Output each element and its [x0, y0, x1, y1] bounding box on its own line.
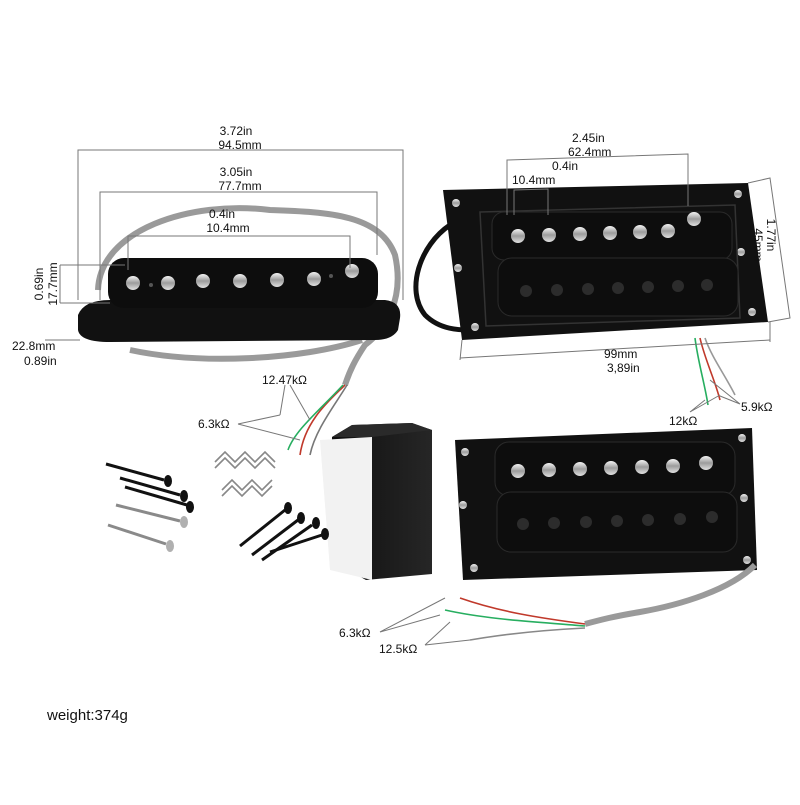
humbucker-top-pole-screws	[511, 212, 701, 243]
hb-height-mm: 45mm	[751, 228, 765, 261]
hb-resistance-a: 12kΩ	[669, 414, 697, 428]
humbucker-bottom-slugs	[517, 511, 718, 530]
sc-overall-len-in: 3.72in	[220, 124, 253, 138]
sc-width-in: 0.69in	[32, 268, 46, 301]
hb-width-mm: 99mm	[604, 347, 637, 361]
sc-overall-len-mm: 94.5mm	[218, 138, 261, 152]
humbucker-top-labels: 2.45in 62.4mm 0.4in 10.4mm 1.77in 45mm 9…	[512, 131, 778, 428]
hb-resistance-b: 5.9kΩ	[741, 400, 773, 414]
sc-height-mm: 22.8mm	[12, 339, 55, 353]
humbucker-bottom-cable	[584, 562, 758, 627]
black-screw	[239, 502, 292, 548]
humbucker-bottom-pickup	[444, 428, 758, 641]
foam-pad	[320, 423, 432, 580]
hb-spacing-in: 0.4in	[552, 159, 578, 173]
silver-screw	[107, 523, 174, 552]
humbucker-top-dimensions	[459, 153, 791, 361]
hb-height-in: 1.77in	[764, 219, 778, 252]
single-coil-labels: 3.72in 94.5mm 3.05in 77.7mm 0.4in 10.4mm…	[12, 124, 307, 431]
humbucker-top-pickup	[413, 183, 768, 406]
single-coil-cable	[95, 205, 401, 386]
weight-label: weight:374g	[47, 707, 128, 724]
hb-len-mm: 62.4mm	[568, 145, 611, 159]
hb-width-in: 3,89in	[607, 361, 640, 375]
sc-width-mm: 17.7mm	[46, 262, 60, 305]
sc-height-in: 0.89in	[24, 354, 57, 368]
silver-screw	[115, 503, 188, 528]
single-coil-dimensions	[45, 149, 404, 341]
sc-resistance-b: 6.3kΩ	[198, 417, 230, 431]
single-coil-base	[78, 300, 401, 342]
humbucker-top-slugs	[520, 279, 713, 297]
black-screw	[269, 528, 329, 554]
black-screw	[119, 476, 188, 502]
hb2-resistance-b: 12.5kΩ	[379, 642, 417, 656]
single-coil-pickup	[78, 205, 401, 456]
sc-resistance-a: 12.47kΩ	[262, 373, 307, 387]
resistance-leaders	[237, 379, 741, 646]
hb-spacing-mm: 10.4mm	[512, 173, 555, 187]
humbucker-bottom-pole-screws	[511, 456, 713, 478]
black-screw	[105, 462, 172, 487]
hb-len-in: 2.45in	[572, 131, 605, 145]
black-screw	[251, 512, 305, 557]
black-screw	[124, 485, 194, 513]
height-springs	[214, 450, 276, 498]
single-coil-pole-pieces	[126, 264, 359, 290]
sc-spacing-in: 0.4in	[209, 207, 235, 221]
mounting-screws	[105, 462, 329, 562]
sc-cover-len-mm: 77.7mm	[218, 179, 261, 193]
black-screw	[261, 517, 320, 562]
sc-spacing-mm: 10.4mm	[206, 221, 249, 235]
sc-cover-len-in: 3.05in	[220, 165, 253, 179]
hb2-resistance-a: 6.3kΩ	[339, 626, 371, 640]
humbucker-bottom-labels: 6.3kΩ 12.5kΩ	[339, 626, 417, 656]
